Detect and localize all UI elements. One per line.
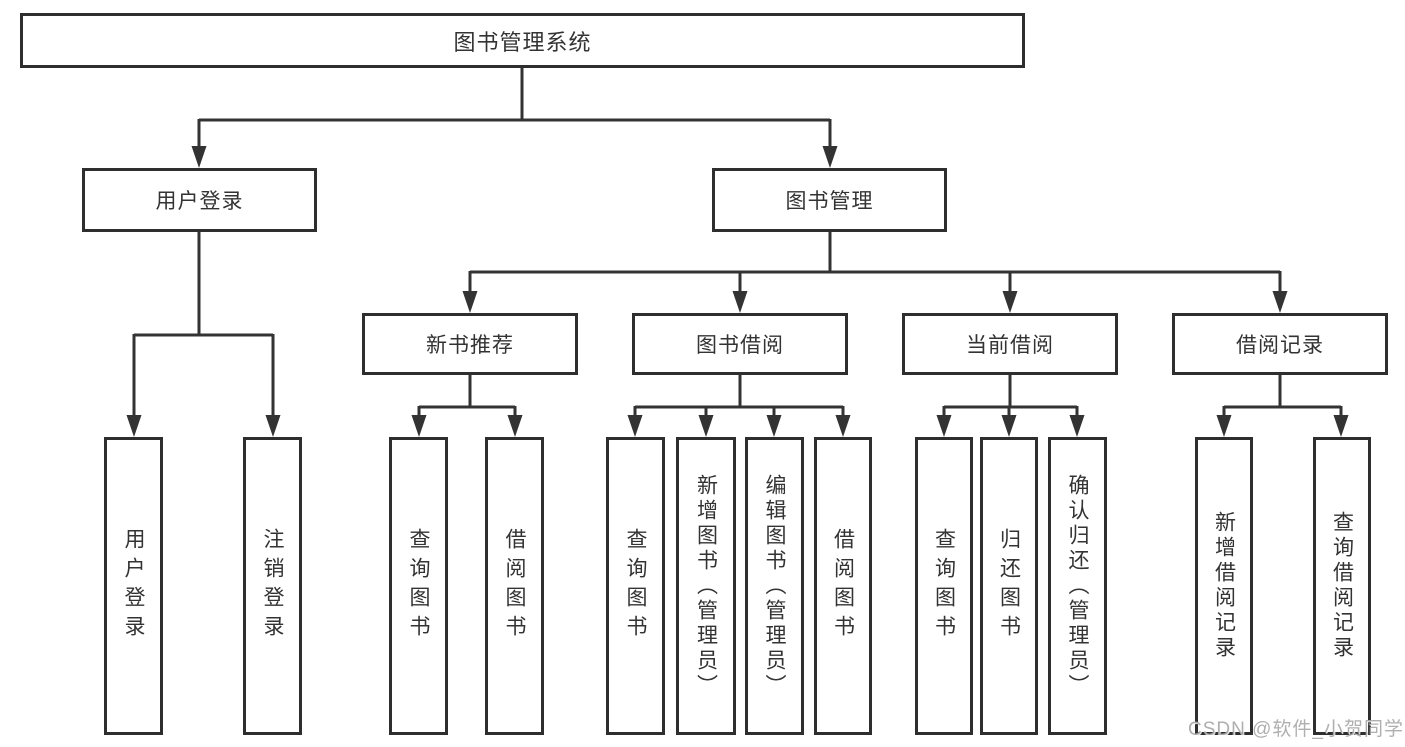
csdn-watermark: CSDN @软件_小贺同学 (1188, 719, 1404, 740)
node-book-management: 图书管理 (712, 168, 947, 232)
node-label: 当前借阅 (966, 334, 1054, 357)
leaf-confirm-return-admin: 确认归还（管理员） (1048, 437, 1107, 735)
node-label: 查询图书 (624, 528, 647, 644)
leaf-borrow-books: 借阅图书 (814, 437, 872, 735)
node-label: 新增借阅记录 (1212, 511, 1236, 661)
node-user-login: 用户登录 (82, 168, 317, 232)
node-label: 确认归还（管理员） (1066, 473, 1089, 699)
node-label: 图书管理系统 (453, 29, 592, 55)
leaf-add-borrow-record: 新增借阅记录 (1195, 437, 1253, 735)
node-label: 查询图书 (407, 528, 430, 644)
node-label: 借阅图书 (831, 528, 855, 644)
node-current-borrow: 当前借阅 (902, 313, 1118, 375)
node-label: 新书推荐 (426, 334, 514, 357)
leaf-borrow-books-recommend: 借阅图书 (485, 437, 544, 735)
leaf-query-books-recommend: 查询图书 (389, 437, 448, 735)
leaf-query-borrow-record: 查询借阅记录 (1313, 437, 1371, 735)
node-new-book-recommend: 新书推荐 (362, 313, 578, 375)
node-book-borrow: 图书借阅 (632, 313, 848, 375)
node-label: 归还图书 (997, 528, 1021, 644)
node-root-library-system: 图书管理系统 (20, 13, 1025, 68)
node-label: 注销登录 (261, 528, 284, 644)
leaf-query-books-current: 查询图书 (915, 437, 973, 735)
node-label: 编辑图书（管理员） (763, 473, 786, 699)
leaf-return-book: 归还图书 (980, 437, 1038, 735)
node-label: 查询图书 (932, 528, 956, 644)
node-label: 图书借阅 (696, 334, 784, 357)
node-label: 借阅图书 (503, 528, 526, 644)
node-borrow-records: 借阅记录 (1172, 313, 1388, 375)
node-label: 借阅记录 (1236, 334, 1324, 357)
leaf-query-books-borrow: 查询图书 (606, 437, 665, 735)
leaf-logout: 注销登录 (243, 437, 302, 735)
node-label: 图书管理 (785, 190, 874, 213)
node-label: 查询借阅记录 (1330, 511, 1354, 661)
node-label: 用户登录 (155, 190, 244, 213)
leaf-user-login: 用户登录 (104, 437, 163, 735)
node-label: 用户登录 (122, 528, 145, 644)
node-label: 新增图书（管理员） (694, 473, 718, 699)
leaf-add-book-admin: 新增图书（管理员） (676, 437, 736, 735)
leaf-edit-book-admin: 编辑图书（管理员） (745, 437, 804, 735)
